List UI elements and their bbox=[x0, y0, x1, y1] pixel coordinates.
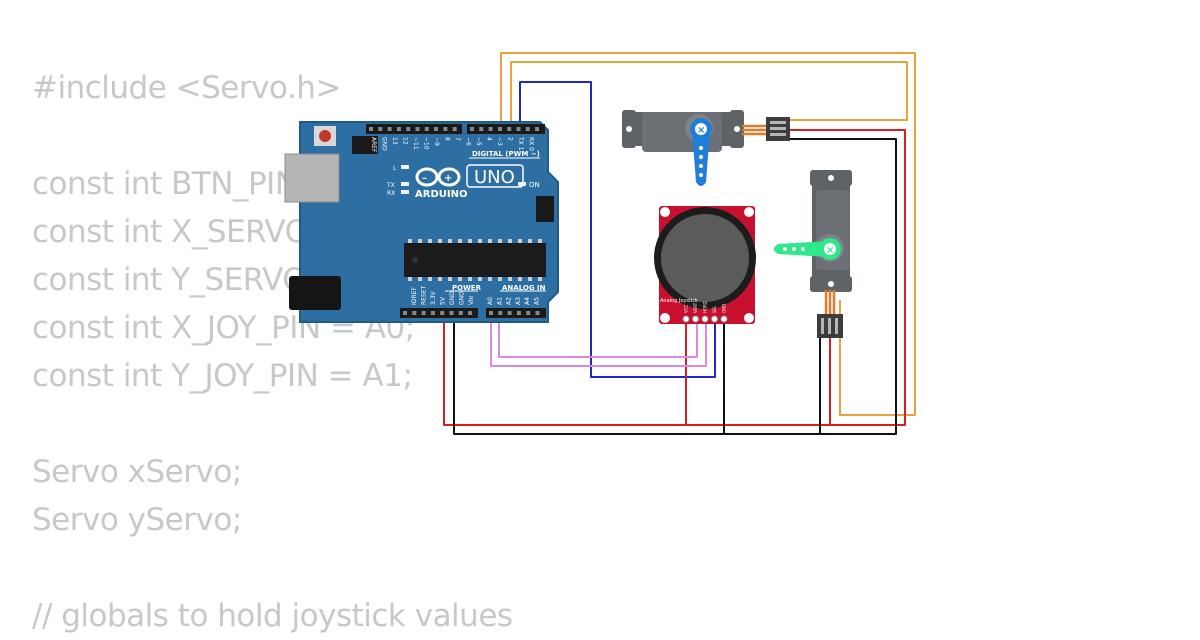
bottom-pin-holes bbox=[403, 311, 540, 315]
wire-servo-y-signal[interactable] bbox=[510, 61, 908, 128]
wires bbox=[443, 52, 916, 435]
led-l bbox=[401, 165, 409, 169]
rx-label: RX bbox=[387, 190, 395, 197]
arduino-logo: – + bbox=[415, 167, 461, 187]
wire-gnd-rail[interactable] bbox=[453, 138, 897, 435]
power-pin-label: IOREF bbox=[411, 287, 418, 305]
digital-pin-holes bbox=[369, 127, 540, 131]
led-on bbox=[518, 182, 526, 186]
analog-header bbox=[486, 308, 546, 318]
joystick-pin-hole bbox=[682, 315, 690, 323]
top-pin-label: 13 bbox=[391, 137, 398, 145]
l-label: L bbox=[393, 165, 397, 172]
chip-pins bbox=[408, 239, 542, 281]
led-tx bbox=[401, 182, 409, 186]
joystick-label: Analog Joystick bbox=[660, 298, 698, 304]
code-background: #include <Servo.h>const int BTN_PIN = 2;… bbox=[32, 64, 513, 640]
servo-horn-blue[interactable]: × bbox=[690, 118, 712, 186]
analog-pin-label: A4 bbox=[524, 297, 531, 305]
wire-analog-a0[interactable] bbox=[490, 312, 707, 367]
wire-servo-x-signal[interactable] bbox=[500, 52, 916, 416]
svg-text:×: × bbox=[826, 245, 834, 256]
wire-button[interactable] bbox=[519, 81, 716, 378]
wire-5v-rail[interactable] bbox=[443, 129, 906, 426]
power-header-label: POWER bbox=[452, 284, 482, 292]
joystick-pin-hole bbox=[701, 315, 709, 323]
code-line: Servo yServo; bbox=[32, 502, 242, 538]
top-pin-label: ~6 bbox=[465, 137, 472, 146]
top-pin-label: ~10 bbox=[423, 137, 430, 150]
analog-header-label: ANALOG IN bbox=[502, 284, 546, 292]
joystick-pin-label: VERT bbox=[693, 302, 698, 313]
code-line: Servo xServo; bbox=[32, 454, 242, 490]
digital-header-2 bbox=[467, 124, 545, 134]
on-label: ON bbox=[529, 181, 540, 189]
power-pin-label: 5V bbox=[440, 296, 447, 305]
servo-vertical[interactable]: × bbox=[774, 170, 852, 338]
top-pin-label: GND bbox=[381, 137, 388, 151]
top-pin-label: ~5 bbox=[475, 137, 482, 146]
top-pin-label: TX 1 bbox=[517, 136, 524, 151]
servo-horizontal[interactable]: × bbox=[622, 110, 790, 186]
code-line: const int Y_JOY_PIN = A1; bbox=[32, 358, 413, 394]
svg-text:+: + bbox=[444, 173, 452, 184]
analog-pin-label: A3 bbox=[515, 297, 522, 305]
analog-pin-label: A1 bbox=[496, 297, 503, 305]
code-line: #include <Servo.h> bbox=[32, 70, 341, 106]
icsp-header-right bbox=[536, 196, 554, 222]
top-pin-label: 4 bbox=[486, 137, 493, 141]
analog-pin-label: A5 bbox=[534, 297, 541, 305]
svg-text:×: × bbox=[697, 125, 705, 136]
top-pin-label: 12 bbox=[402, 137, 409, 145]
uno-badge bbox=[466, 164, 524, 188]
joystick-pins: VCC VERT HORZ SEL GND bbox=[682, 301, 728, 323]
top-pin-label: 8 bbox=[444, 137, 451, 141]
joystick-pin-hole bbox=[692, 315, 699, 323]
power-pin-label: GND bbox=[449, 291, 456, 305]
tx-label: TX bbox=[386, 182, 395, 189]
top-pin-label: RX 0 bbox=[528, 137, 535, 151]
analog-pin-label: A2 bbox=[506, 297, 513, 305]
led-rx bbox=[401, 190, 409, 194]
power-pin-label: GND bbox=[459, 291, 466, 305]
analog-pin-label: A0 bbox=[487, 297, 494, 305]
svg-text:–: – bbox=[422, 173, 427, 184]
arduino-brand-label: ARDUINO bbox=[415, 189, 467, 200]
uno-label: UNO bbox=[474, 167, 515, 188]
joystick-pin-label: VCC bbox=[684, 304, 689, 313]
joystick-module[interactable]: Analog Joystick VCC VERT HORZ SEL GND bbox=[654, 206, 756, 324]
top-pin-label: ~3 bbox=[496, 137, 503, 146]
code-line: // globals to hold joystick values bbox=[32, 598, 513, 634]
icsp-header-top bbox=[352, 136, 378, 154]
top-pin-label: AREF bbox=[370, 137, 377, 153]
power-pin-label: 3.3V bbox=[430, 290, 437, 305]
power-header bbox=[400, 308, 478, 318]
top-pin-label: ~9 bbox=[433, 137, 440, 146]
joystick-knob[interactable] bbox=[661, 214, 749, 302]
joystick-pin-hole bbox=[711, 315, 718, 323]
top-pin-label: ~11 bbox=[412, 137, 419, 150]
microcontroller-chip bbox=[404, 243, 546, 277]
top-pin-label: 2 bbox=[507, 137, 514, 141]
joystick-pin-label: HORZ bbox=[703, 301, 708, 313]
usb-port bbox=[284, 153, 340, 203]
power-pin-label: RESET bbox=[421, 285, 428, 305]
joystick-pin-label: SEL bbox=[712, 305, 717, 313]
servo-horn-green[interactable]: × bbox=[774, 238, 841, 260]
top-pin-label: 7 bbox=[454, 137, 461, 141]
digital-header bbox=[366, 124, 462, 134]
joystick-pin-hole bbox=[720, 315, 728, 323]
digital-header-label: DIGITAL (PWM ~) bbox=[472, 150, 540, 158]
dc-jack bbox=[289, 276, 341, 310]
power-pin-label: Vin bbox=[468, 295, 475, 305]
wire-analog-a1[interactable] bbox=[498, 312, 698, 358]
joystick-pin-label: GND bbox=[722, 304, 727, 313]
